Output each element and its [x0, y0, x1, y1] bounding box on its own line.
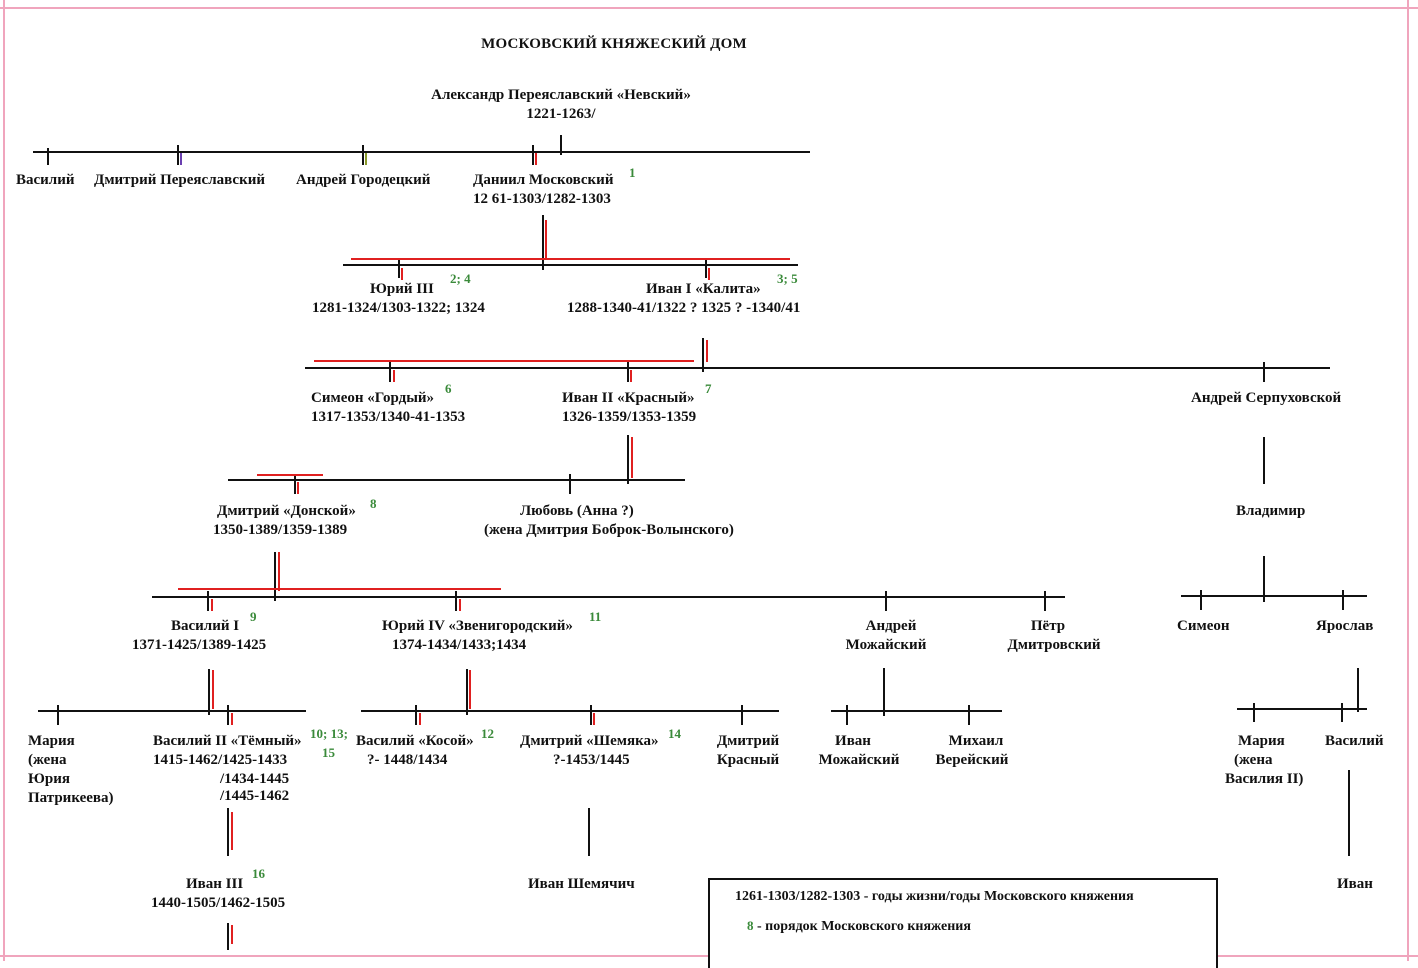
andrey-s-name: Андрей Серпуховской	[1191, 390, 1342, 406]
daniil-order: 1	[629, 165, 636, 180]
mikhail-v-line1: Михаил	[948, 733, 1004, 749]
ivan1-name: Иван I «Калита»	[646, 281, 761, 297]
legend-years-text: - годы жизни/годы Московского княжения	[860, 889, 1134, 904]
mikhail-v-line2: Верейский	[935, 752, 1009, 768]
ivan2-name: Иван II «Красный»	[562, 390, 695, 406]
vasily1-name: Василий I	[171, 618, 240, 634]
legend-box: 1261-1303/1282-1303 - годы жизни/годы Мо…	[708, 878, 1218, 968]
vasily-y-name: Василий	[1325, 733, 1384, 749]
legend-years-example: 1261-1303/1282-1303	[735, 889, 861, 904]
ivan2-order: 7	[705, 381, 712, 396]
yury3-order: 2; 4	[450, 271, 471, 286]
dmitry-sh-order: 14	[668, 726, 681, 741]
vasily2-name: Василий II «Тёмный»	[153, 733, 302, 749]
maria1-line3: Юрия	[28, 771, 70, 787]
dmitry-sh-years: ?-1453/1445	[553, 752, 630, 768]
ivan3-order: 16	[252, 866, 265, 881]
dmitry-sh-name: Дмитрий «Шемяка»	[520, 733, 659, 749]
yaroslav-name: Ярослав	[1316, 618, 1374, 634]
simeon-v-name: Симеон	[1177, 618, 1230, 634]
diagram-title: МОСКОВСКИЙ КНЯЖЕСКИЙ ДОМ	[481, 36, 747, 52]
vasily1-years: 1371-1425/1389-1425	[132, 637, 267, 653]
maria2-line2: (жена	[1234, 752, 1273, 768]
vasily-k-order: 12	[481, 726, 494, 741]
ivan-m-line2: Можайский	[818, 752, 900, 768]
vasily2-years1: 1415-1462/1425-1433	[153, 752, 288, 768]
yury4-name: Юрий IV «Звенигородский»	[382, 618, 573, 634]
legend-years-row: 1261-1303/1282-1303 - годы жизни/годы Мо…	[735, 889, 1134, 905]
simeon-g-order: 6	[445, 381, 452, 396]
frame-left-border	[3, 0, 5, 961]
andrey-m-line1: Андрей	[865, 618, 917, 634]
legend-order-text: - порядок Московского княжения	[753, 919, 971, 934]
legend-order-row: 8 - порядок Московского княжения	[747, 918, 971, 935]
ivan-m-line1: Иван	[835, 733, 871, 749]
yury3-name: Юрий III	[370, 281, 434, 297]
dmitry-d-name: Дмитрий «Донской»	[217, 503, 356, 519]
ivan1-years: 1288-1340-41/1322 ? 1325 ? -1340/41	[567, 300, 801, 316]
vasily2-years2: /1434-1445	[220, 771, 290, 787]
maria1-line4: Патрикеева)	[28, 790, 114, 806]
ivan-sh-name: Иван Шемячич	[528, 876, 635, 892]
maria1-line1: Мария	[28, 733, 75, 749]
vasily-k-years: ?- 1448/1434	[367, 752, 448, 768]
legend-order-example: 8	[747, 918, 754, 933]
maria2-line3: Василия II)	[1225, 771, 1304, 787]
simeon-g-name: Симеон «Гордый»	[311, 390, 435, 406]
kinship-lines	[33, 135, 1367, 950]
ivan3-years: 1440-1505/1462-1505	[151, 895, 286, 911]
dmitry-p-name: Дмитрий Переяславский	[94, 172, 265, 188]
alexander-name: Александр Переяславский «Невский»	[431, 87, 691, 103]
frame-top-border	[0, 7, 1418, 9]
daniil-years: 12 61-1303/1282-1303	[473, 191, 611, 207]
dmitry-d-years: 1350-1389/1359-1389	[213, 522, 348, 538]
vasily2-order-2: 15	[322, 745, 335, 760]
maria2-line1: Мария	[1238, 733, 1285, 749]
lyubov-name: Любовь (Анна ?)	[520, 503, 634, 519]
ivan-v-name: Иван	[1337, 876, 1373, 892]
frame-right-border	[1407, 0, 1409, 961]
petr-d-line1: Пётр	[1030, 618, 1066, 634]
vasily1-order: 9	[250, 609, 257, 624]
vasily-k-name: Василий «Косой»	[356, 733, 474, 749]
petr-d-line2: Дмитровский	[1007, 637, 1101, 653]
lyubov-note: (жена Дмитрия Боброк-Волынского)	[484, 522, 734, 538]
dmitry-kr-line1: Дмитрий	[716, 733, 780, 749]
yury4-years: 1374-1434/1433;1434	[392, 637, 527, 653]
vasily2-years3: /1445-1462	[220, 788, 290, 804]
andrey-g-name: Андрей Городецкий	[296, 172, 431, 188]
ivan2-years: 1326-1359/1353-1359	[562, 409, 697, 425]
vladimir-name: Владимир	[1236, 503, 1306, 519]
simeon-g-years: 1317-1353/1340-41-1353	[311, 409, 466, 425]
yury4-order: 11	[589, 609, 602, 624]
alexander-years: 1221-1263/	[526, 106, 596, 122]
succession-lines	[178, 153, 790, 944]
ivan3-name: Иван III	[186, 876, 244, 892]
maria1-line2: (жена	[28, 752, 67, 768]
vasily2-order-1: 10; 13;	[310, 726, 348, 741]
ivan1-order: 3; 5	[777, 271, 798, 286]
vasily-a-name: Василий	[16, 172, 75, 188]
dmitry-kr-line2: Красный	[716, 752, 780, 768]
dmitry-d-order: 8	[370, 496, 377, 511]
yury3-years: 1281-1324/1303-1322; 1324	[312, 300, 485, 316]
daniil-name: Даниил Московский	[473, 172, 614, 188]
andrey-m-line2: Можайский	[845, 637, 927, 653]
